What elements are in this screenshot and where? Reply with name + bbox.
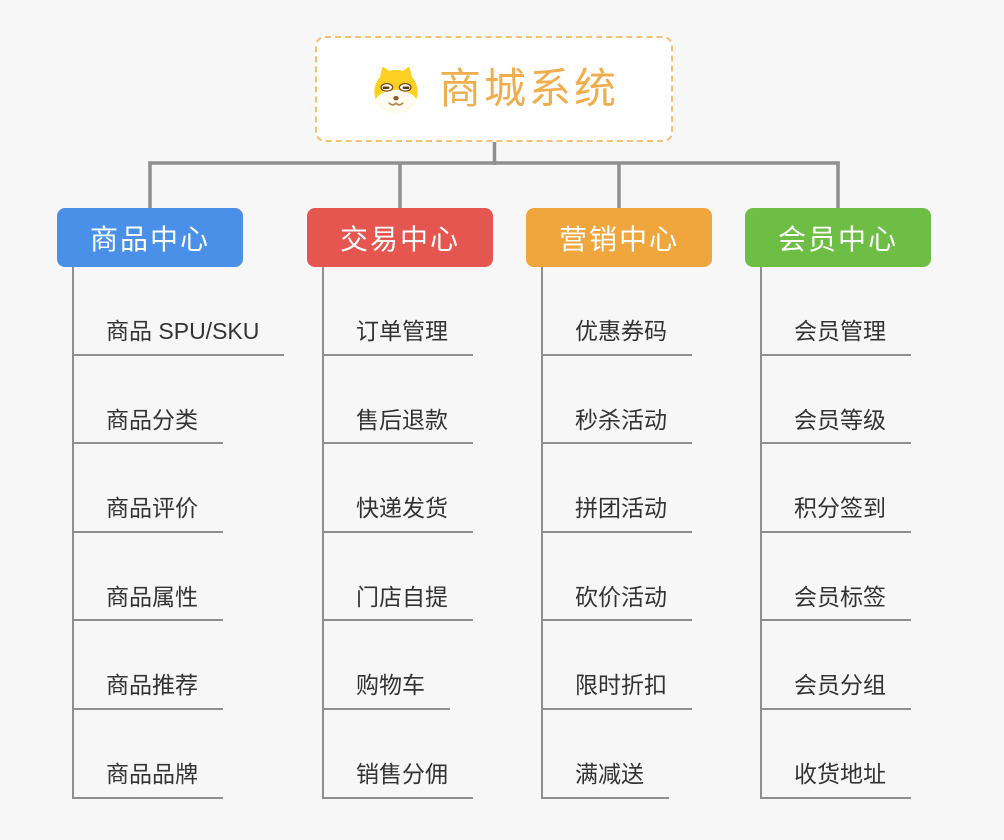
leaf-row: 拼团活动 [543,444,692,533]
branch-label: 交易中心 [339,223,460,255]
leaf-node[interactable]: 售后退款 [324,407,473,445]
branch-node-3[interactable]: 营销中心 [526,208,712,267]
leaf-node[interactable]: 收货地址 [762,761,911,799]
leaf-node[interactable]: 优惠券码 [543,318,692,356]
leaf-row: 商品评价 [74,444,284,533]
leaf-node[interactable]: 购物车 [324,672,450,710]
leaf-row: 购物车 [324,621,473,710]
leaf-node[interactable]: 积分签到 [762,495,911,533]
leaf-node[interactable]: 商品品牌 [74,761,223,799]
leaf-row: 会员标签 [762,533,911,622]
leaf-node[interactable]: 订单管理 [324,318,473,356]
leaf-node[interactable]: 会员等级 [762,407,911,445]
leaf-row: 门店自提 [324,533,473,622]
leaf-node[interactable]: 会员标签 [762,584,911,622]
leaf-row: 商品 SPU/SKU [74,267,285,356]
branch-column-1: 商品 SPU/SKU 商品分类商品评价商品属性商品推荐商品品牌 [72,267,285,799]
branch-column-4: 会员管理会员等级积分签到会员标签会员分组收货地址 [760,267,911,799]
leaf-row: 售后退款 [324,356,473,445]
leaf-node[interactable]: 砍价活动 [543,584,692,622]
leaf-node[interactable]: 会员管理 [762,318,911,356]
leaf-row: 限时折扣 [543,621,692,710]
branch-node-2[interactable]: 交易中心 [307,208,493,267]
leaf-row: 会员管理 [762,267,911,356]
leaf-row: 销售分佣 [324,710,473,799]
leaf-row: 满减送 [543,710,692,799]
leaf-node[interactable]: 商品推荐 [74,672,223,710]
leaf-row: 收货地址 [762,710,911,799]
leaf-node[interactable]: 商品 SPU/SKU [74,318,285,356]
leaf-node[interactable]: 秒杀活动 [543,407,692,445]
leaf-row: 快递发货 [324,444,473,533]
leaf-row: 商品品牌 [74,710,284,799]
leaf-node[interactable]: 门店自提 [324,584,473,622]
branch-node-1[interactable]: 商品中心 [57,208,243,267]
leaf-node[interactable]: 销售分佣 [324,761,473,799]
leaf-row: 商品推荐 [74,621,284,710]
branch-label: 营销中心 [558,223,679,255]
branch-column-3: 优惠券码秒杀活动拼团活动砍价活动限时折扣满减送 [541,267,692,799]
root-node[interactable]: 商城系统 [315,36,673,142]
leaf-node[interactable]: 商品分类 [74,407,223,445]
branch-label: 商品中心 [89,223,210,255]
leaf-node[interactable]: 拼团活动 [543,495,692,533]
root-title: 商城系统 [438,65,619,112]
leaf-node[interactable]: 会员分组 [762,672,911,710]
leaf-row: 积分签到 [762,444,911,533]
leaf-row: 订单管理 [324,267,473,356]
leaf-row: 商品属性 [74,533,284,622]
branch-column-2: 订单管理售后退款快递发货门店自提购物车销售分佣 [322,267,473,799]
leaf-node[interactable]: 商品属性 [74,584,223,622]
leaf-row: 秒杀活动 [543,356,692,445]
leaf-row: 商品分类 [74,356,284,445]
leaf-row: 砍价活动 [543,533,692,622]
leaf-node[interactable]: 满减送 [543,761,669,799]
branch-label: 会员中心 [777,223,898,255]
leaf-row: 优惠券码 [543,267,692,356]
leaf-node[interactable]: 商品评价 [74,495,223,533]
leaf-row: 会员分组 [762,621,911,710]
branch-node-4[interactable]: 会员中心 [745,208,931,267]
leaf-row: 会员等级 [762,356,911,445]
leaf-node[interactable]: 限时折扣 [543,672,692,710]
dog-face-icon [374,66,418,114]
leaf-node[interactable]: 快递发货 [324,495,473,533]
